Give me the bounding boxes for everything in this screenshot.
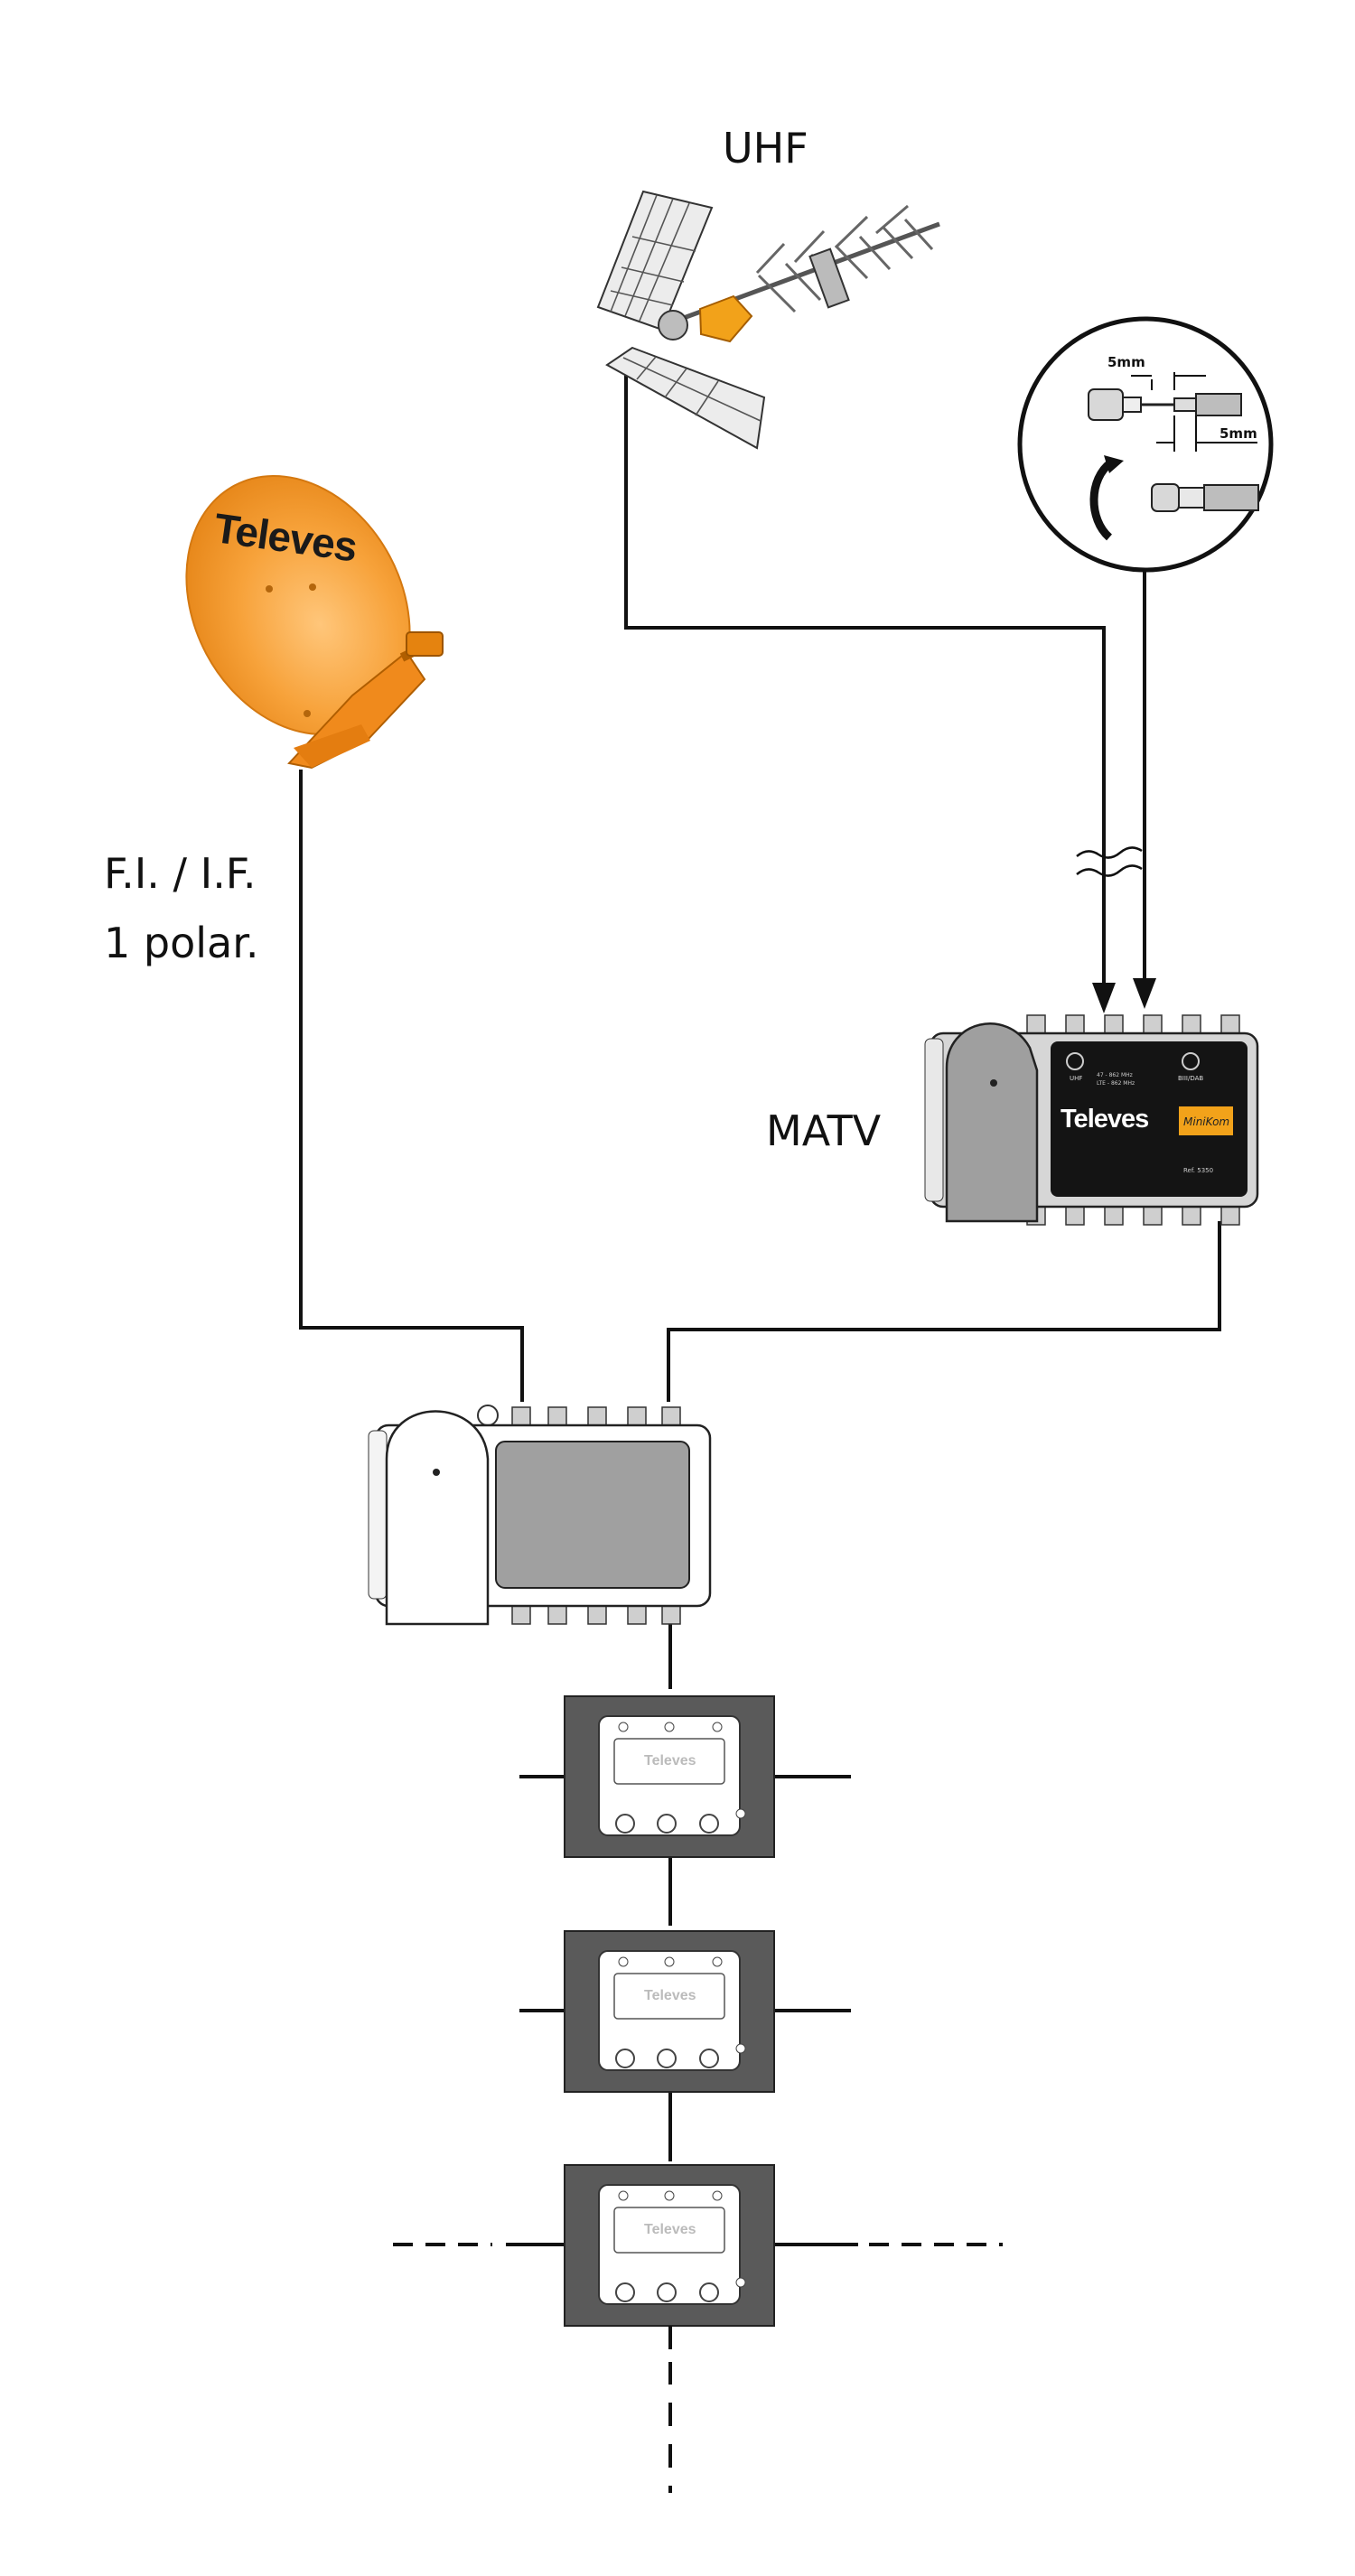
multiswitch-input-ports: [511, 1406, 681, 1426]
multiswitch-output-ports: [511, 1605, 681, 1625]
amp-spec-line1: 47 - 862 MHz: [1097, 1072, 1133, 1078]
f-connector: [1088, 388, 1174, 421]
sat-cable: [299, 770, 524, 1402]
uhf-antenna: [596, 190, 940, 450]
wall-outlet-3: Televes: [393, 2164, 1003, 2327]
matv-output-ports: [1026, 1206, 1240, 1226]
wall-outlet-1: Televes: [519, 1695, 851, 1858]
knob-uhf-label: UHF: [1070, 1075, 1082, 1082]
outlet-logo-3: Televes: [644, 2222, 696, 2237]
outlet-logo-1: Televes: [644, 1753, 696, 1769]
matv-input-ports: [1026, 1014, 1240, 1034]
outlet-logo-2: Televes: [644, 1988, 696, 2003]
prepared-cable: [1156, 393, 1242, 416]
amp-spec-line2: LTE - 862 MHz: [1097, 1080, 1135, 1087]
matv-amplifier: UHF BIII/DAB 47 - 862 MHz LTE - 862 MHz …: [924, 1014, 1259, 1226]
uhf-label: UHF: [723, 124, 808, 173]
fi-label-line1: F.I. / I.F.: [104, 849, 257, 898]
cable-break-symbol: [1076, 846, 1143, 877]
uhf-input-arrow: [1092, 983, 1116, 1013]
detail-input-arrow: [1133, 978, 1156, 1009]
uhf-cable: [624, 357, 1106, 985]
satellite-dish: Televes: [185, 474, 444, 770]
screw-rotation-icon: [1089, 459, 1114, 541]
multiswitch: [368, 1405, 712, 1626]
wall-outlet-2: Televes: [519, 1930, 851, 2093]
amp-product-name: MiniKom: [1183, 1115, 1229, 1128]
matv-to-multiswitch-cable: [667, 1221, 1221, 1402]
amp-logo: Televes: [1061, 1105, 1148, 1134]
matv-label: MATV: [766, 1106, 882, 1155]
cable-network: [299, 357, 1221, 2161]
fi-label-line2: 1 polar.: [104, 919, 259, 967]
measure-top-label: 5mm: [1107, 354, 1145, 370]
connector-detail-callout: 5mm 5mm: [1017, 316, 1274, 573]
knob-biii-label: BIII/DAB: [1178, 1075, 1203, 1082]
amp-ref-code: Ref. 5350: [1183, 1167, 1213, 1174]
measure-bottom-label: 5mm: [1220, 425, 1257, 442]
assembled-connector: [1151, 483, 1259, 512]
